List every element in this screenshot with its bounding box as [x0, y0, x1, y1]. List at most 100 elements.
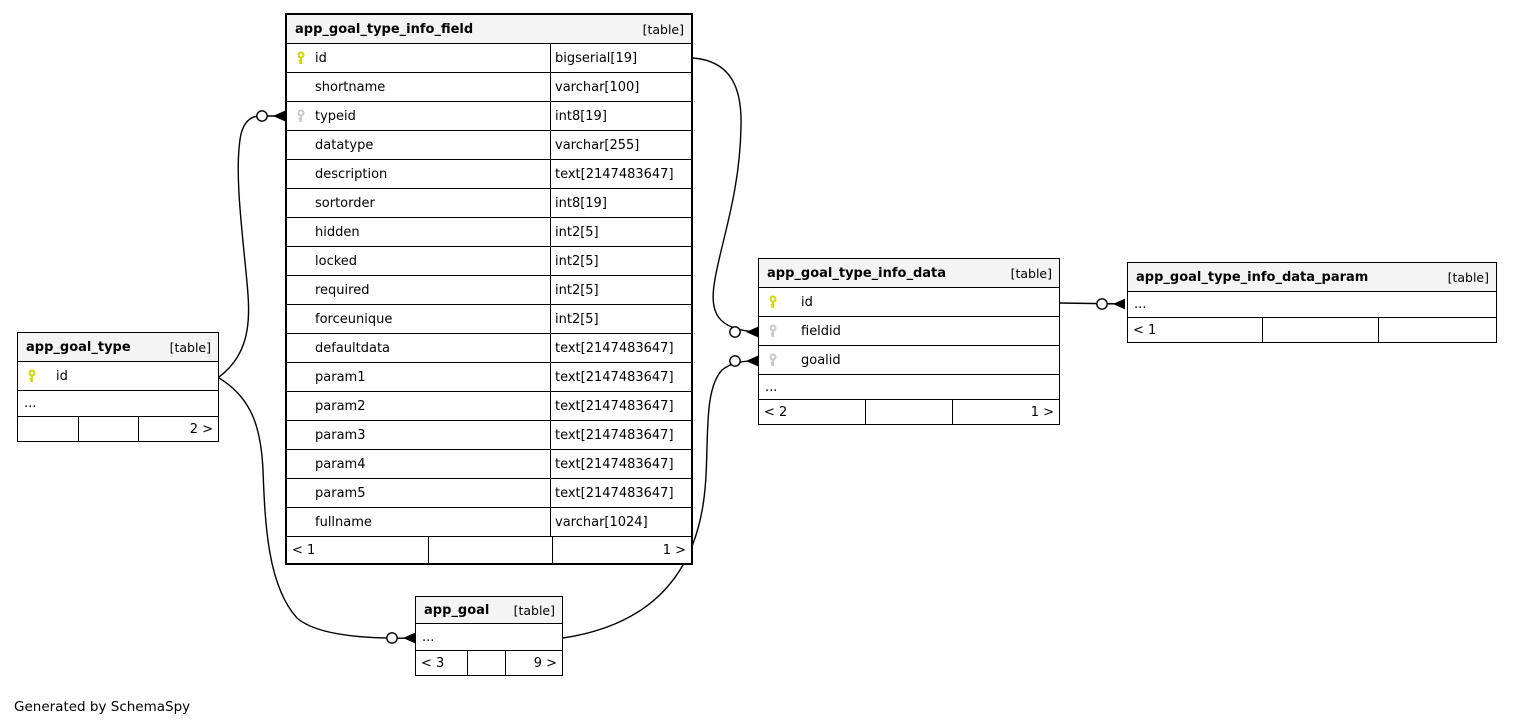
foreign-key-icon [295, 109, 315, 124]
column-row-shortname: shortname varchar[100] [287, 73, 691, 102]
table-badge: [table] [1010, 265, 1052, 281]
relationship-line-field-to-data [692, 57, 759, 333]
column-type: varchar[1024] [550, 508, 691, 536]
footer-parents-count: < 2 [764, 404, 788, 420]
column-name: defaultdata [315, 340, 391, 356]
column-name: datatype [315, 137, 374, 153]
column-type: int2[5] [550, 276, 691, 304]
column-row-id: id bigserial[19] [287, 44, 691, 73]
zero-circle-icon [386, 632, 398, 644]
column-name: param3 [315, 427, 366, 443]
footer-parents-count: < 1 [1133, 322, 1157, 338]
primary-key-icon [767, 295, 787, 310]
column-row-locked: locked int2[5] [287, 247, 691, 276]
column-name: fieldid [801, 323, 841, 339]
column-name: id [56, 368, 68, 384]
footer-middle [78, 417, 138, 441]
footer-parents-count: < 1 [292, 542, 316, 558]
crowfoot-icon [746, 355, 758, 367]
column-name: typeid [315, 108, 356, 124]
primary-key-icon [26, 369, 46, 384]
crowfoot-icon [273, 110, 285, 122]
column-row-param5: param5 text[2147483647] [287, 479, 691, 508]
column-type: text[2147483647] [550, 392, 691, 420]
table-header-app-goal-type-info-field[interactable]: app_goal_type_info_field [table] [287, 15, 691, 44]
zero-circle-icon [1096, 298, 1108, 310]
hidden-columns-ellipsis: ... [759, 375, 1059, 400]
foreign-key-icon [767, 324, 787, 339]
column-name: required [315, 282, 370, 298]
zero-circle-icon [256, 110, 268, 122]
table-header-app-goal-type-info-data-param[interactable]: app_goal_type_info_data_param [table] [1128, 263, 1496, 292]
footer-middle [1262, 318, 1378, 342]
column-row-hidden: hidden int2[5] [287, 218, 691, 247]
table-header-app-goal-type-info-data[interactable]: app_goal_type_info_data [table] [759, 259, 1059, 288]
column-name: shortname [315, 79, 386, 95]
column-name: id [801, 294, 813, 310]
column-name: id [315, 50, 327, 66]
column-name: param4 [315, 456, 366, 472]
column-name: sortorder [315, 195, 375, 211]
column-row-param2: param2 text[2147483647] [287, 392, 691, 421]
column-name: forceunique [315, 311, 393, 327]
column-type: text[2147483647] [550, 334, 691, 362]
hidden-columns-ellipsis: ... [416, 624, 562, 651]
table-badge: [table] [642, 21, 684, 37]
table-title: app_goal_type [26, 339, 131, 355]
footer-middle [428, 537, 552, 563]
footer-children-count: 1 > [552, 537, 691, 563]
column-type: text[2147483647] [550, 421, 691, 449]
relationship-line-goal-to-data [562, 360, 759, 639]
relationship-line-type-to-field [218, 115, 285, 378]
column-type: int2[5] [550, 247, 691, 275]
column-row-fullname: fullname varchar[1024] [287, 508, 691, 537]
zero-circle-icon [729, 355, 741, 367]
column-row-goalid: goalid [759, 346, 1059, 375]
table-app-goal-type-info-data-param: app_goal_type_info_data_param [table] ..… [1127, 262, 1497, 343]
column-row-description: description text[2147483647] [287, 160, 691, 189]
crowfoot-icon [403, 632, 415, 644]
column-type: text[2147483647] [550, 479, 691, 507]
column-type: varchar[100] [550, 73, 691, 101]
crowfoot-icon [1113, 298, 1125, 310]
column-type: int2[5] [550, 305, 691, 333]
table-footer: 2 > [18, 417, 218, 441]
column-row-typeid: typeid int8[19] [287, 102, 691, 131]
column-name: description [315, 166, 388, 182]
table-footer: < 1 1 > [287, 537, 691, 563]
table-footer: < 2 1 > [759, 400, 1059, 424]
footer-parents-count [18, 417, 78, 441]
table-badge: [table] [1447, 269, 1489, 285]
zero-circle-icon [729, 326, 741, 338]
column-row-param1: param1 text[2147483647] [287, 363, 691, 392]
column-type: bigserial[19] [550, 44, 691, 72]
column-type: int8[19] [550, 102, 691, 130]
primary-key-icon [295, 51, 315, 66]
footer-children-count [1378, 318, 1496, 342]
footer-parents-count: < 3 [421, 655, 445, 671]
column-row-defaultdata: defaultdata text[2147483647] [287, 334, 691, 363]
column-name: locked [315, 253, 358, 269]
table-header-app-goal[interactable]: app_goal [table] [416, 597, 562, 624]
column-type: text[2147483647] [550, 160, 691, 188]
footer-children-count: 9 > [505, 651, 562, 675]
column-row-id: id [759, 288, 1059, 317]
table-app-goal: app_goal [table] ... < 3 9 > [415, 596, 563, 676]
column-type: int2[5] [550, 218, 691, 246]
column-name: param2 [315, 398, 366, 414]
column-row-param3: param3 text[2147483647] [287, 421, 691, 450]
table-footer: < 3 9 > [416, 651, 562, 675]
column-type: text[2147483647] [550, 363, 691, 391]
column-row-param4: param4 text[2147483647] [287, 450, 691, 479]
column-row-forceunique: forceunique int2[5] [287, 305, 691, 334]
table-app-goal-type-info-data: app_goal_type_info_data [table] id field… [758, 258, 1060, 425]
table-title: app_goal_type_info_data [767, 265, 947, 281]
column-row-fieldid: fieldid [759, 317, 1059, 346]
column-row-sortorder: sortorder int8[19] [287, 189, 691, 218]
table-header-app-goal-type[interactable]: app_goal_type [table] [18, 333, 218, 362]
table-title: app_goal_type_info_field [295, 21, 474, 37]
column-name: param1 [315, 369, 366, 385]
table-title: app_goal [424, 602, 490, 618]
table-app-goal-type-info-field: app_goal_type_info_field [table] id bigs… [285, 13, 693, 565]
